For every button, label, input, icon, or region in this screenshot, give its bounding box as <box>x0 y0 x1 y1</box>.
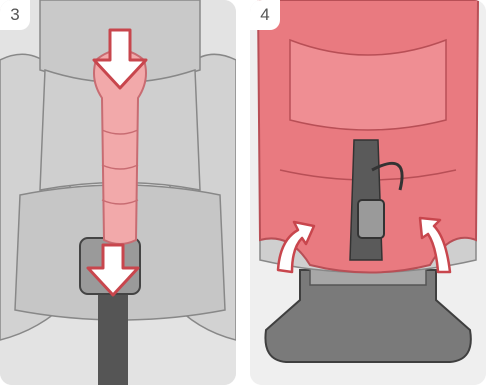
crotch-strap <box>98 290 128 385</box>
step-4-illustration <box>250 0 486 385</box>
step-number-badge: 4 <box>250 0 280 30</box>
step-number-badge: 3 <box>0 0 30 30</box>
instruction-panel-step-4: 4 <box>250 0 486 385</box>
buckle <box>358 200 384 238</box>
step-3-illustration <box>0 0 236 385</box>
instruction-panel-step-3: 3 <box>0 0 236 385</box>
